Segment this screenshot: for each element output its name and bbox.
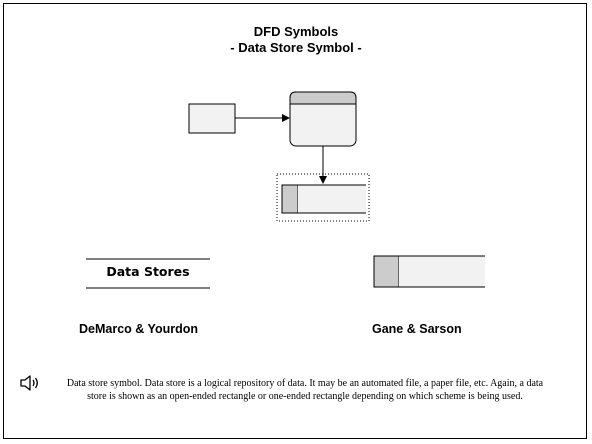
demarco-data-store-symbol bbox=[86, 258, 210, 289]
entity-box bbox=[188, 103, 236, 134]
demarco-yourdon-caption: DeMarco & Yourdon bbox=[79, 322, 198, 336]
title-line-2: - Data Store Symbol - bbox=[230, 40, 362, 55]
process-symbol bbox=[289, 91, 357, 147]
title-line-1: DFD Symbols bbox=[253, 24, 339, 39]
demarco-data-store-label: Data Stores bbox=[106, 264, 190, 279]
speaker-notes: Data store symbol. Data store is a logic… bbox=[66, 378, 544, 402]
gane-sarson-caption: Gane & Sarson bbox=[372, 322, 462, 336]
slide-title: DFD Symbols - Data Store Symbol - bbox=[0, 24, 592, 56]
data-store-symbol bbox=[281, 184, 366, 214]
speaker-icon[interactable] bbox=[19, 375, 41, 391]
gane-sarson-data-store-symbol bbox=[373, 255, 485, 288]
selection-box bbox=[276, 173, 370, 222]
